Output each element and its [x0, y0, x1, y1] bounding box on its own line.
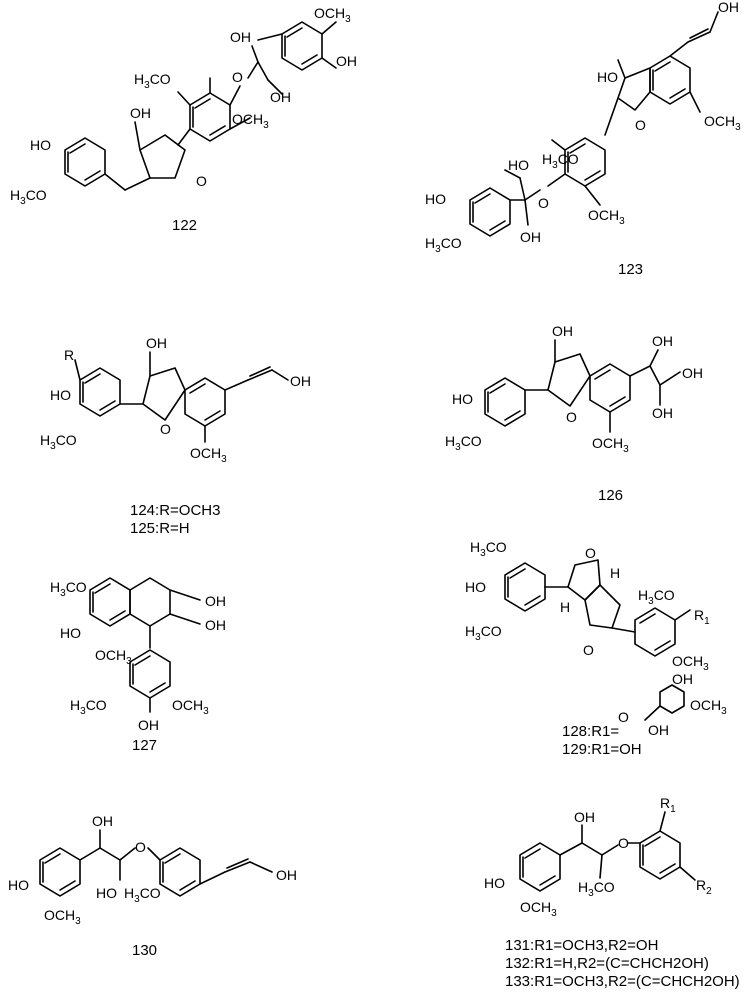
- svg-text:OH: OH: [146, 335, 167, 351]
- structure-127: H3CO HO OCH3 OH OH H3CO OCH3 OH 127: [50, 577, 226, 754]
- compound-number-127: 127: [132, 737, 157, 754]
- svg-text:OCH3: OCH3: [520, 899, 557, 919]
- svg-text:R1: R1: [694, 607, 710, 627]
- svg-text:OH: OH: [270, 89, 291, 105]
- svg-text:H: H: [560, 599, 570, 615]
- svg-text:H3CO: H3CO: [542, 151, 579, 171]
- compound-number-129: 129:R1=OH: [562, 741, 642, 758]
- svg-text:OH: OH: [652, 333, 673, 349]
- structure-126: HO H3CO OH O OCH3 OH OH OH 126: [445, 323, 703, 504]
- structure-130: OH O HO OCH3 HO H3CO OH 130: [8, 813, 297, 959]
- compound-number-132: 132:R1=H,R2=(C=CHCH2OH): [505, 955, 709, 972]
- compound-number-130: 130: [132, 942, 157, 959]
- svg-text:H3CO: H3CO: [638, 587, 675, 607]
- svg-text:OCH3: OCH3: [44, 907, 81, 927]
- svg-text:OCH3: OCH3: [592, 435, 629, 455]
- svg-text:OCH3: OCH3: [190, 445, 227, 465]
- svg-text:O: O: [566, 409, 577, 425]
- compound-number-124: 124:R=OCH3: [130, 502, 220, 519]
- svg-text:OH: OH: [520, 229, 541, 245]
- svg-text:O: O: [196, 173, 207, 189]
- svg-text:O: O: [585, 545, 596, 561]
- svg-text:OH: OH: [290, 373, 311, 389]
- compound-number-126: 126: [598, 487, 623, 504]
- structure-122: HO H3CO OH O H3CO OCH3 O OH OH OCH3 OH 1…: [10, 5, 357, 234]
- structure-131-133: OH O R1 R2 HO OCH3 H3CO 131:R1=OCH3,R2=O…: [484, 795, 740, 990]
- svg-text:HO: HO: [452, 391, 473, 407]
- structure-124-125: R HO H3CO OH O OH OCH3 124:R=OCH3 125:R=…: [40, 335, 311, 537]
- svg-text:OH: OH: [652, 405, 673, 421]
- svg-text:OH: OH: [205, 617, 226, 633]
- svg-text:HO: HO: [60, 625, 81, 641]
- svg-text:R1: R1: [660, 795, 676, 815]
- structure-123: OH HO OCH3 O HO H3CO O OCH3 HO H3CO OH 1…: [425, 0, 741, 278]
- svg-text:OH: OH: [648, 722, 669, 738]
- svg-text:OH: OH: [552, 323, 573, 339]
- svg-text:O: O: [135, 839, 146, 855]
- svg-text:HO: HO: [597, 69, 618, 85]
- svg-text:OCH3: OCH3: [690, 697, 727, 717]
- compound-number-123: 123: [618, 261, 643, 278]
- svg-text:OCH3: OCH3: [95, 647, 132, 667]
- svg-text:H3CO: H3CO: [50, 579, 87, 599]
- svg-text:OCH3: OCH3: [172, 697, 209, 717]
- svg-text:O: O: [538, 195, 549, 211]
- svg-text:OH: OH: [138, 717, 159, 733]
- svg-text:H: H: [610, 565, 620, 581]
- svg-text:O: O: [635, 117, 646, 133]
- svg-text:H3CO: H3CO: [40, 432, 77, 452]
- svg-text:HO: HO: [50, 387, 71, 403]
- svg-text:HO: HO: [30, 137, 51, 153]
- svg-text:H3CO: H3CO: [470, 539, 507, 559]
- svg-text:R: R: [64, 347, 74, 363]
- svg-text:O: O: [618, 835, 629, 851]
- svg-text:R2: R2: [696, 877, 712, 897]
- svg-text:OCH3: OCH3: [672, 653, 709, 673]
- svg-text:OCH3: OCH3: [232, 111, 269, 131]
- svg-text:HO: HO: [8, 877, 29, 893]
- svg-text:OH: OH: [574, 809, 595, 825]
- svg-text:O: O: [618, 709, 629, 725]
- svg-text:O: O: [583, 642, 594, 658]
- svg-text:H3CO: H3CO: [445, 433, 482, 453]
- svg-text:HO: HO: [508, 157, 529, 173]
- svg-text:HO: HO: [484, 875, 505, 891]
- svg-text:H3CO: H3CO: [134, 71, 171, 91]
- svg-text:OH: OH: [682, 365, 703, 381]
- svg-text:H3CO: H3CO: [70, 697, 107, 717]
- structure-128-129: H3CO HO H3CO O H H O H3CO R1 OCH3 OH OCH…: [465, 539, 727, 758]
- compound-number-131: 131:R1=OCH3,R2=OH: [505, 937, 658, 954]
- svg-text:OCH3: OCH3: [704, 113, 741, 133]
- svg-text:H3CO: H3CO: [124, 885, 161, 905]
- svg-text:O: O: [160, 421, 171, 437]
- compound-number-133: 133:R1=OCH3,R2=(C=CHCH2OH): [505, 973, 740, 990]
- compound-number-122: 122: [172, 217, 197, 234]
- svg-text:H3CO: H3CO: [10, 187, 47, 207]
- svg-text:OH: OH: [336, 53, 357, 69]
- compound-number-128: 128:R1=: [562, 723, 619, 740]
- svg-text:H3CO: H3CO: [578, 879, 615, 899]
- svg-text:H3CO: H3CO: [425, 235, 462, 255]
- svg-text:OH: OH: [130, 105, 151, 121]
- svg-text:OCH3: OCH3: [314, 5, 351, 25]
- svg-text:OH: OH: [276, 867, 297, 883]
- svg-text:OH: OH: [672, 671, 693, 687]
- compound-number-125: 125:R=H: [130, 520, 190, 537]
- svg-text:HO: HO: [425, 191, 446, 207]
- svg-text:OCH3: OCH3: [588, 207, 625, 227]
- svg-text:HO: HO: [465, 579, 486, 595]
- svg-text:OH: OH: [205, 593, 226, 609]
- svg-text:H3CO: H3CO: [465, 623, 502, 643]
- svg-text:OH: OH: [230, 29, 251, 45]
- svg-text:O: O: [232, 69, 243, 85]
- svg-text:OH: OH: [92, 813, 113, 829]
- svg-text:HO: HO: [96, 885, 117, 901]
- svg-text:OH: OH: [718, 0, 739, 15]
